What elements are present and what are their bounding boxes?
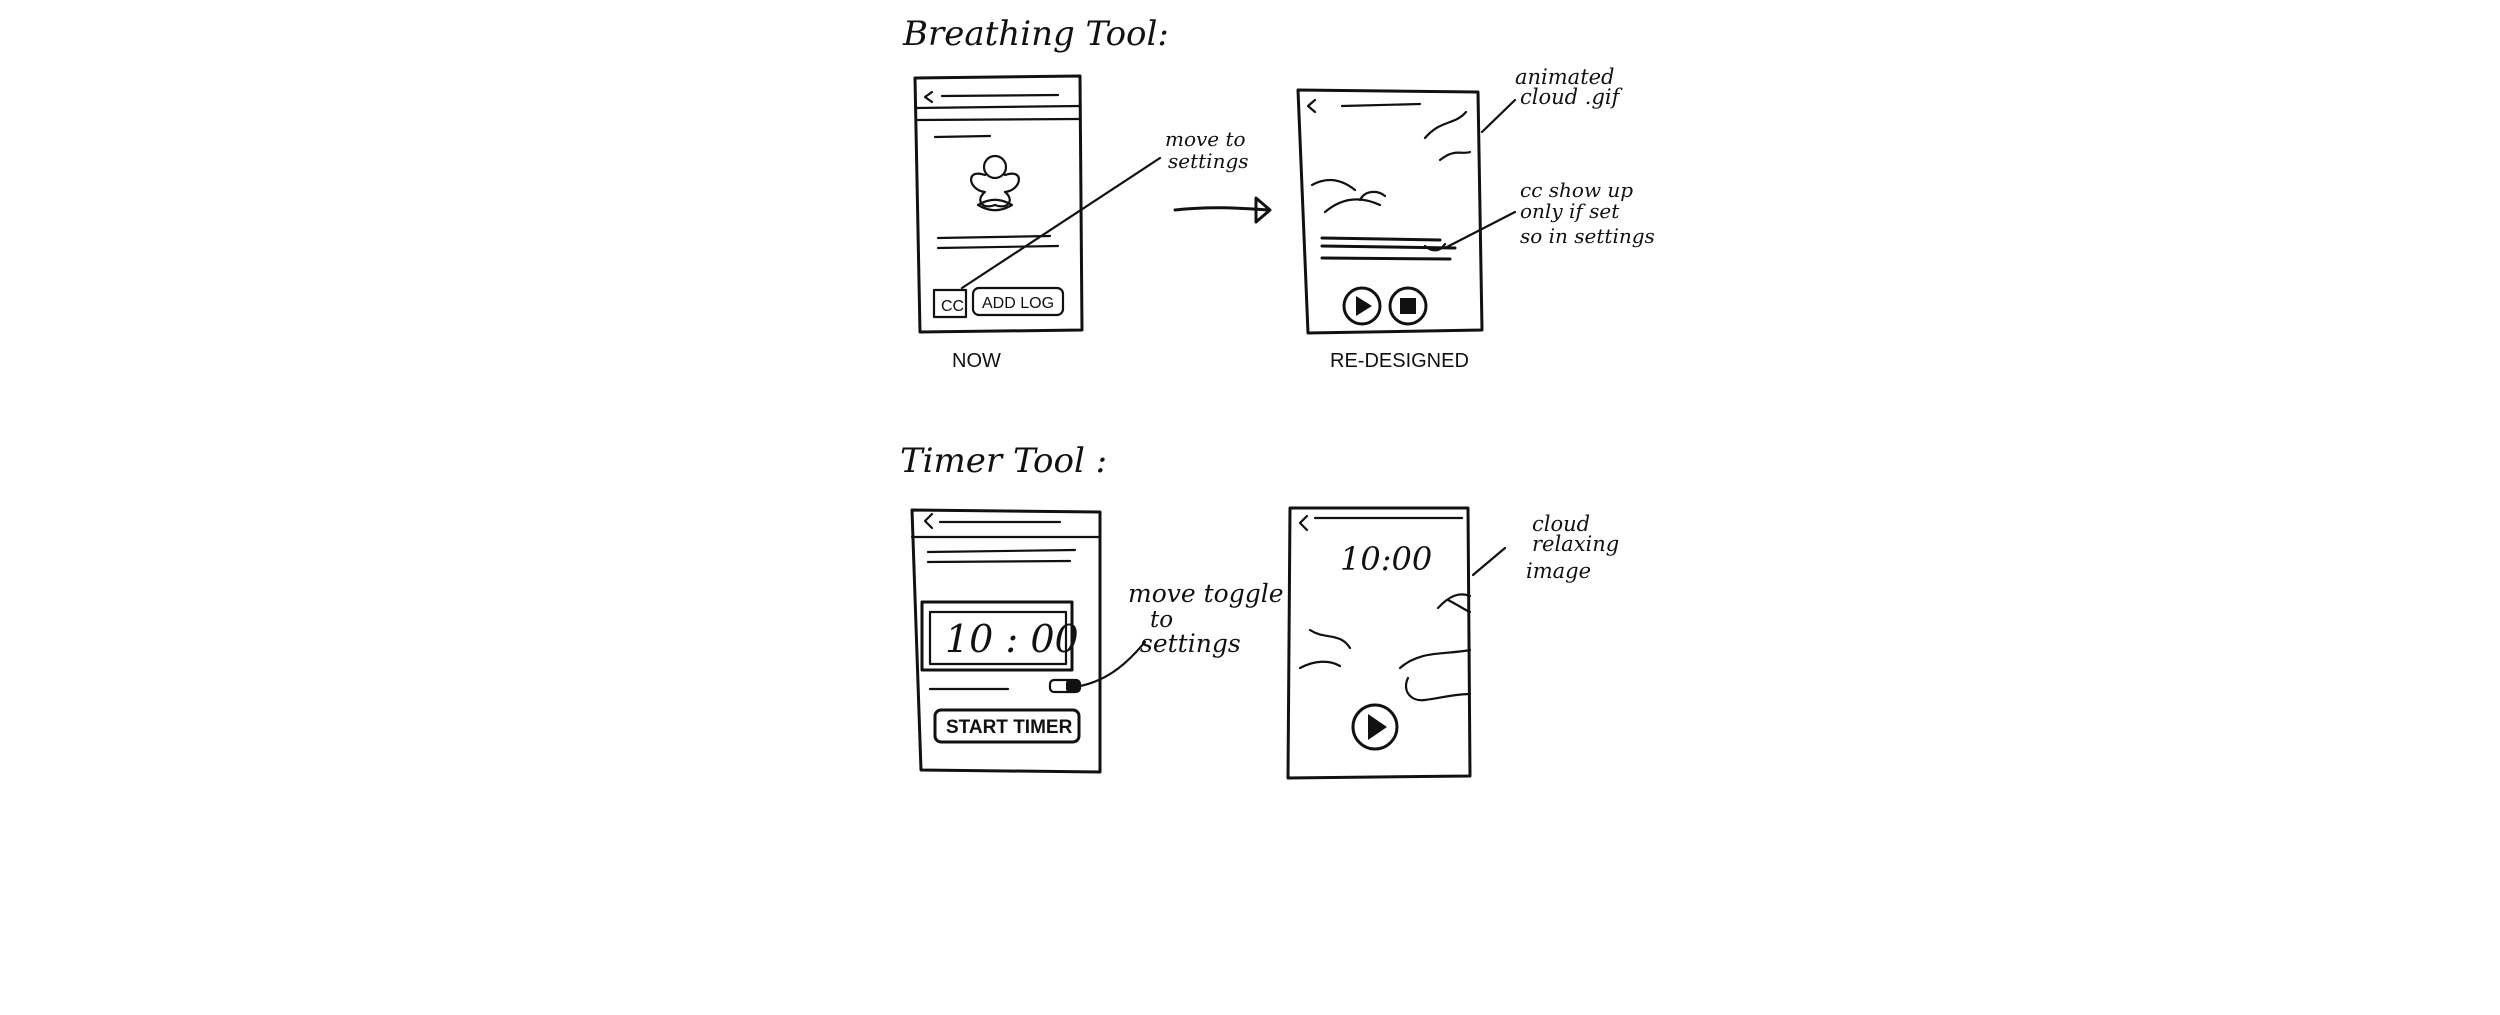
note-move-to-settings: move to settings: [1165, 127, 1249, 173]
stop-button[interactable]: [1388, 286, 1428, 326]
redesigned-label: RE-DESIGNED: [1330, 350, 1469, 372]
timer-redesigned-phone: 10:00: [1286, 506, 1507, 780]
svg-text:cloud: cloud: [1532, 512, 1590, 536]
cc-button[interactable]: CC: [932, 288, 968, 319]
toggle-switch[interactable]: [1048, 678, 1082, 694]
back-chevron-icon[interactable]: [923, 512, 934, 530]
back-chevron-icon[interactable]: [1306, 98, 1317, 114]
note-animated-cloud-gif: animated cloud .gif: [1515, 65, 1623, 109]
svg-text:animated: animated: [1515, 65, 1615, 89]
breathing-tool-heading: Breathing Tool:: [902, 14, 1169, 54]
play-icon: [1356, 296, 1372, 316]
play-icon: [1368, 714, 1387, 740]
note-move-toggle: move toggle to settings: [1128, 579, 1284, 658]
timer-now-phone: 10 : 00 START TIMER: [910, 508, 1147, 774]
animated-cloud-image: [1310, 110, 1472, 214]
svg-text:image: image: [1526, 559, 1591, 583]
now-label: NOW: [952, 350, 1001, 372]
relaxing-cloud-image: [1298, 593, 1472, 702]
svg-text:to: to: [1150, 607, 1173, 633]
svg-text:10 : 00: 10 : 00: [945, 617, 1079, 661]
svg-text:cloud .gif: cloud .gif: [1520, 85, 1623, 109]
breathing-now-phone: CC ADD LOG: [913, 74, 1162, 334]
start-timer-button[interactable]: START TIMER: [933, 708, 1081, 744]
svg-text:settings: settings: [1140, 629, 1241, 658]
svg-text:only if set: only if set: [1520, 199, 1620, 223]
timer-display: 10 : 00: [920, 600, 1079, 672]
svg-text:move toggle: move toggle: [1128, 579, 1284, 608]
svg-text:cc show up: cc show up: [1520, 178, 1633, 202]
add-log-button[interactable]: ADD LOG: [971, 286, 1065, 317]
meditation-figure-icon: [970, 154, 1020, 212]
timer-tool-heading: Timer Tool :: [900, 441, 1107, 481]
stop-icon: [1400, 298, 1416, 314]
svg-text:relaxing: relaxing: [1532, 532, 1619, 556]
svg-text:ADD LOG: ADD LOG: [982, 295, 1054, 312]
timer-time: 10:00: [1340, 540, 1432, 578]
note-cc-show-up: cc show up only if set so in settings: [1520, 178, 1655, 248]
svg-text:CC: CC: [941, 298, 964, 315]
back-chevron-icon[interactable]: [1298, 514, 1309, 532]
note-cloud-relaxing-image: cloud relaxing image: [1526, 512, 1619, 583]
breathing-redesigned-phone: [1296, 88, 1517, 335]
redesign-arrow: [1173, 196, 1272, 224]
svg-text:settings: settings: [1168, 149, 1249, 173]
play-button[interactable]: [1342, 286, 1382, 326]
svg-text:START TIMER: START TIMER: [946, 717, 1073, 738]
back-chevron-icon[interactable]: [923, 90, 934, 104]
svg-text:move to: move to: [1165, 127, 1246, 151]
note-cloud-leader: [1480, 98, 1517, 134]
svg-text:so in settings: so in settings: [1520, 224, 1655, 248]
play-button[interactable]: [1351, 703, 1399, 751]
